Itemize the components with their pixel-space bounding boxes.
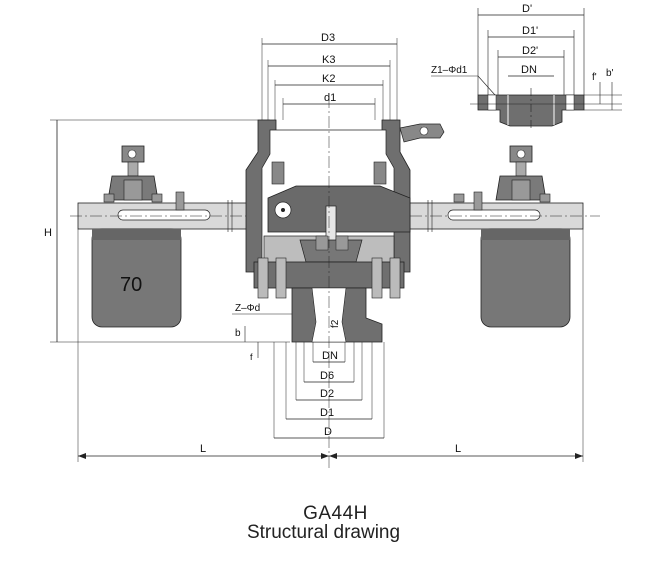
dim-f: f bbox=[250, 352, 253, 362]
height-dimension: H bbox=[44, 119, 290, 343]
left-counterweight: 70 bbox=[91, 228, 182, 328]
dim-L-right: L bbox=[455, 443, 461, 455]
inset-dim-DN: DN bbox=[521, 64, 537, 76]
dim-K3: K3 bbox=[322, 54, 335, 66]
dim-L-left: L bbox=[200, 443, 206, 455]
structural-drawing: D' D1' D2' DN Z1–Φd1 f' b' D3 K3 bbox=[44, 3, 622, 470]
dim-D3: D3 bbox=[321, 32, 335, 44]
weight-label: 70 bbox=[120, 274, 142, 296]
dim-d1: d1 bbox=[324, 92, 336, 104]
left-clamp bbox=[103, 145, 185, 211]
dim-f2: f2 bbox=[330, 319, 341, 328]
drawing-subtitle: Structural drawing bbox=[246, 522, 401, 543]
inset-dim-fp: f' bbox=[592, 72, 597, 83]
dim-D: D bbox=[324, 426, 332, 438]
model-title: GA44H bbox=[303, 503, 368, 524]
lower-dimensions: Z–Φd b f f2 DN D6 D2 D1 D bbox=[232, 303, 385, 439]
inset-dim-bp: b' bbox=[606, 68, 614, 79]
dim-D2: D2 bbox=[320, 388, 334, 400]
dim-H: H bbox=[44, 227, 52, 239]
right-counterweight bbox=[480, 228, 571, 328]
top-dimensions: D3 K3 K2 d1 bbox=[261, 32, 398, 120]
inset-dim-D1p: D1' bbox=[522, 25, 538, 37]
dim-Z-d: Z–Φd bbox=[235, 303, 260, 314]
valve-body bbox=[245, 96, 445, 470]
inset-flange-detail: D' D1' D2' DN Z1–Φd1 f' b' bbox=[431, 3, 622, 130]
length-dimensions: L L bbox=[77, 229, 584, 462]
dim-D6: D6 bbox=[320, 370, 334, 382]
dim-DN: DN bbox=[322, 350, 338, 362]
right-clamp bbox=[453, 145, 551, 211]
dim-K2: K2 bbox=[322, 73, 335, 85]
dim-D1: D1 bbox=[320, 407, 334, 419]
dim-b: b bbox=[235, 328, 241, 339]
inset-bolt-label: Z1–Φd1 bbox=[431, 65, 468, 76]
inset-dim-Dp: D' bbox=[522, 3, 532, 15]
inset-dim-D2p: D2' bbox=[522, 45, 538, 57]
